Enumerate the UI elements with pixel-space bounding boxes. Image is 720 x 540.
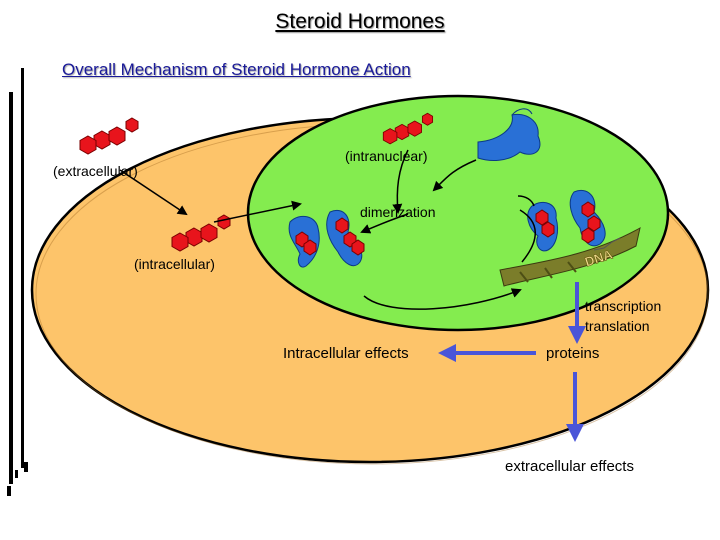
receptor-dimer-center: [288, 210, 365, 268]
page-title: Steroid Hormones: [275, 10, 445, 33]
receptor-free: [477, 108, 541, 161]
label-intracellular-effects: Intracellular effects: [283, 345, 409, 362]
label-translation: translation: [585, 318, 650, 334]
label-intranuclear: (intranuclear): [345, 148, 428, 164]
label-dimerization: dimerization: [360, 204, 436, 220]
label-transcription: transcription: [585, 298, 662, 314]
dna-strand: [499, 227, 641, 287]
pathway-arrows: [119, 149, 536, 310]
label-intracellular: (intracellular): [134, 256, 215, 272]
left-decorative-bars: [7, 68, 28, 496]
label-extracellular-effects: extracellular effects: [505, 458, 634, 475]
label-proteins: proteins: [546, 345, 600, 362]
receptor-dimer-dna: [527, 190, 606, 252]
label-extracellular: (extracellular): [53, 163, 138, 179]
nucleus: [246, 94, 670, 332]
page-subtitle: Overall Mechanism of Steroid Hormone Act…: [62, 60, 411, 79]
hormone-extracellular: [79, 117, 139, 155]
